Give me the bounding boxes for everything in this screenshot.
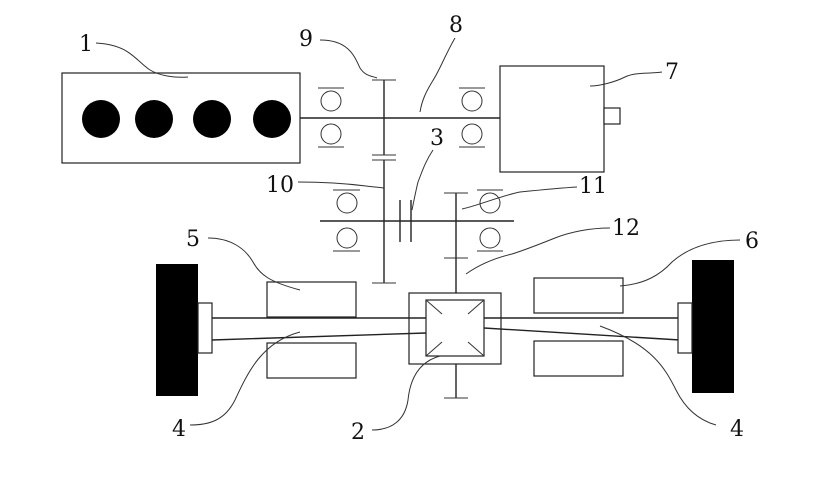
label-engine: 1	[79, 32, 93, 57]
differential	[408, 292, 502, 399]
label-right-motor: 6	[745, 229, 759, 254]
intermediate-bearing	[333, 189, 360, 252]
label-output-bearing: 11	[579, 174, 607, 199]
engine-cylinder-4	[253, 100, 291, 138]
output-gear	[444, 192, 468, 259]
right-wheel	[677, 260, 734, 393]
label-input-shaft: 8	[449, 13, 463, 38]
input-bearing-left	[318, 87, 344, 148]
left-axle	[211, 317, 427, 341]
input-gear	[372, 79, 396, 156]
engine-cylinder-2	[135, 100, 173, 138]
leader-lines	[95, 37, 741, 431]
label-left-axle: 4	[172, 417, 186, 442]
clutch	[399, 200, 412, 242]
engine	[61, 72, 301, 164]
right-axle	[483, 317, 681, 341]
label-intermediate-shaft: 10	[266, 173, 294, 198]
left-wheel	[156, 264, 213, 396]
label-generator: 7	[665, 60, 679, 85]
label-input-gear: 9	[299, 27, 313, 52]
label-right-axle: 4	[730, 417, 744, 442]
generator	[499, 65, 621, 173]
engine-cylinder-3	[193, 100, 231, 138]
label-output-shaft: 12	[612, 216, 640, 241]
right-motor	[533, 277, 624, 377]
output-bearing	[477, 189, 503, 252]
left-motor	[266, 281, 357, 379]
label-differential: 2	[351, 420, 365, 445]
engine-cylinder-1	[82, 100, 120, 138]
label-left-motor: 5	[186, 227, 200, 252]
label-clutch: 3	[430, 126, 444, 151]
input-bearing-right	[459, 87, 485, 148]
